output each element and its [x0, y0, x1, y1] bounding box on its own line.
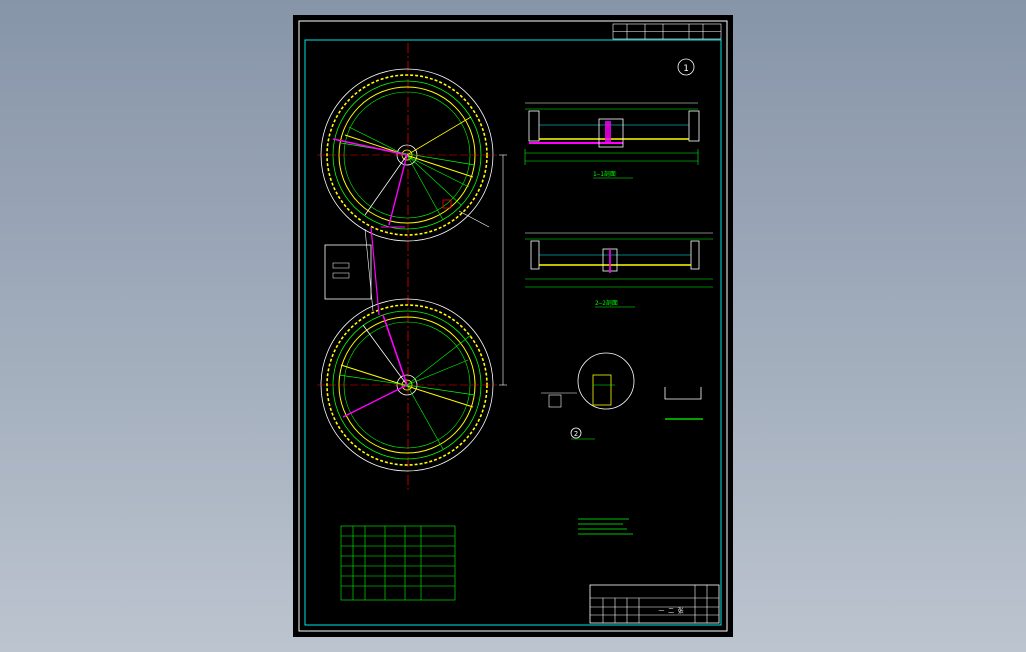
sheet-outer-frame	[298, 20, 728, 632]
drawing-sheet: 1	[293, 15, 733, 637]
detail-2-circle: 2	[541, 352, 635, 440]
title-block-title: 一 二 张	[658, 607, 683, 615]
section-1-1: 1—1剖面	[524, 102, 700, 179]
profile-detail	[664, 387, 703, 420]
pipe-gallery	[324, 226, 380, 316]
overall-dimension	[499, 154, 507, 386]
title-block: 一 二 张	[589, 584, 720, 624]
section-2-2: 2—2剖面	[525, 232, 713, 308]
tank-plan-upper	[317, 68, 497, 242]
section-1-1-title: 1—1剖面	[593, 170, 616, 178]
detail-marker-icon: 1	[677, 58, 695, 76]
detail-marker-label: 1	[683, 64, 688, 74]
general-notes	[578, 518, 633, 535]
tank-plan-lower	[317, 298, 497, 472]
sheet-inner-border	[304, 39, 722, 626]
top-stamp-table	[612, 23, 722, 40]
detail-2-callout: 2	[574, 430, 578, 438]
material-schedule-table	[340, 525, 456, 601]
section-2-2-title: 2—2剖面	[595, 299, 618, 307]
cad-drawing-canvas[interactable]: 1	[293, 15, 733, 637]
